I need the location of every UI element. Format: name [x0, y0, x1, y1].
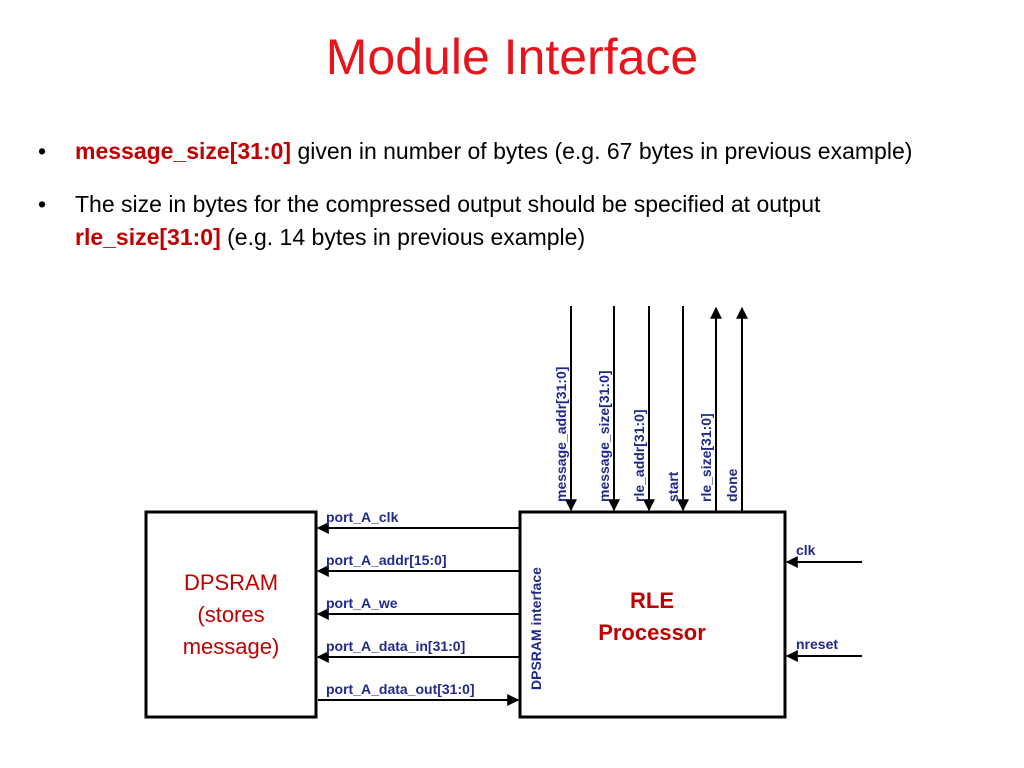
bullet-item: • message_size[31:0] given in number of …: [38, 135, 1018, 168]
dpsram-label: message): [183, 634, 280, 659]
right-signal-label: nreset: [796, 636, 838, 652]
top-signal-label: start: [665, 471, 681, 502]
port-signal-label: port_A_addr[15:0]: [326, 552, 447, 568]
port-signal-label: port_A_data_out[31:0]: [326, 681, 475, 697]
signal-highlight: message_size[31:0]: [75, 138, 292, 164]
rle-label: Processor: [598, 620, 706, 645]
top-signal-label: rle_size[31:0]: [698, 413, 714, 502]
dpsram-label: DPSRAM: [184, 570, 278, 595]
bullet-dot-icon: •: [38, 138, 47, 164]
bullet-text: given in number of bytes (e.g. 67 bytes …: [291, 138, 913, 164]
top-signal-label: message_size[31:0]: [596, 370, 612, 502]
port-signal-label: port_A_data_in[31:0]: [326, 638, 465, 654]
signal-highlight: rle_size[31:0]: [75, 224, 221, 250]
dpsram-block: [144, 510, 318, 719]
dpsram-interface-label: DPSRAM interface: [528, 567, 544, 690]
slide-title: Module Interface: [325, 29, 699, 85]
rle-processor-block: [518, 510, 787, 719]
right-signal-label: clk: [796, 542, 816, 558]
top-signal-label: message_addr[31:0]: [553, 367, 569, 502]
bullet-item: • The size in bytes for the compressed o…: [38, 188, 1018, 254]
top-signal-label: done: [724, 468, 740, 502]
top-signal-label: rle_addr[31:0]: [631, 409, 647, 502]
bullet-dot-icon: •: [38, 191, 47, 217]
dpsram-label: (stores: [197, 602, 264, 627]
port-signal-label: port_A_clk: [326, 509, 399, 525]
port-signal-label: port_A_we: [326, 595, 398, 611]
rle-label: RLE: [630, 588, 674, 613]
bullet-text: (e.g. 14 bytes in previous example): [220, 224, 586, 250]
bullet-text: The size in bytes for the compressed out…: [75, 191, 821, 217]
bullet-list: • message_size[31:0] given in number of …: [38, 135, 1018, 274]
